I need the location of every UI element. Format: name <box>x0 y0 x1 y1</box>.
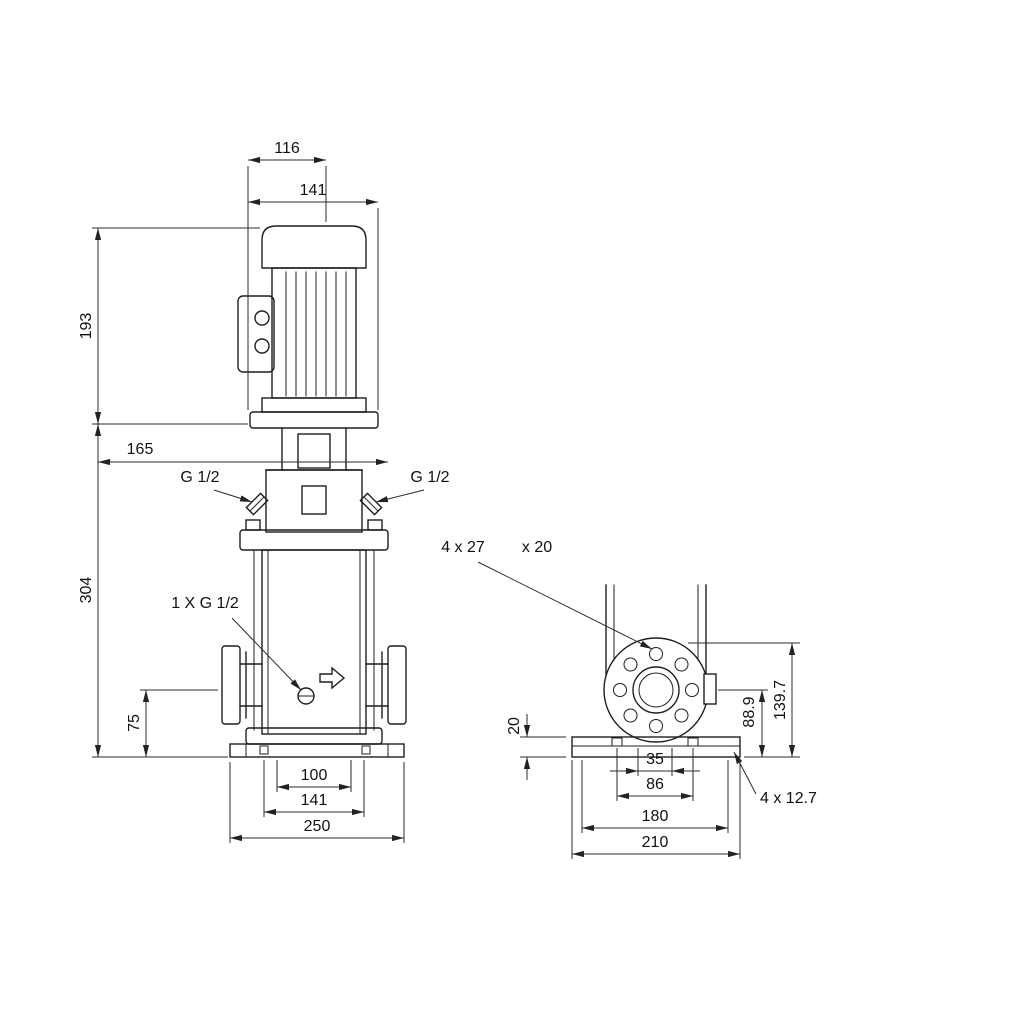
dim-180: 180 <box>581 760 729 833</box>
bolt-hole <box>674 708 689 723</box>
pump-head <box>239 469 389 551</box>
bolt-hole <box>649 647 663 661</box>
slot-label-2: x 20 <box>522 539 552 556</box>
dim-210: 210 <box>571 760 741 859</box>
front-view: 116 141 193 304 165 G 1/2 G 1/2 <box>78 140 450 843</box>
dim-35-label: 35 <box>646 751 664 768</box>
dim-141-top: 141 <box>248 182 379 410</box>
dim-20: 20 <box>506 714 566 780</box>
dim-75-label: 75 <box>126 714 143 732</box>
hole-label-text: 4 x 12.7 <box>760 790 817 807</box>
bolt-hole <box>685 683 699 697</box>
pump-base-front <box>229 727 405 758</box>
terminal-box <box>237 295 275 373</box>
dim-88-9: 88.9 <box>718 689 800 758</box>
bolt-hole <box>649 719 663 733</box>
pump-column <box>605 584 707 676</box>
dim-35: 35 <box>610 748 700 776</box>
port-right-text: G 1/2 <box>410 469 449 486</box>
slot-label-1: 4 x 27 <box>441 539 485 556</box>
base-hole <box>687 737 699 747</box>
side-view: 4 x 27 x 20 20 88.9 139.7 <box>441 539 817 859</box>
bolt-hole <box>613 683 627 697</box>
dim-165: 165 <box>98 441 388 466</box>
port-label-right: G 1/2 <box>375 469 450 503</box>
dim-100-label: 100 <box>301 767 328 784</box>
dim-86-label: 86 <box>646 776 664 793</box>
drain-label-text: 1 X G 1/2 <box>171 595 239 612</box>
dim-141-bottom: 141 <box>263 760 365 817</box>
dim-116-label: 116 <box>274 140 300 157</box>
drain-plug <box>297 666 346 705</box>
pipe-flanges <box>221 645 407 725</box>
motor-stool <box>265 427 363 471</box>
dim-193: 193 <box>78 227 260 425</box>
dim-250: 250 <box>229 762 405 843</box>
dim-304-label: 304 <box>78 577 95 604</box>
dim-100: 100 <box>276 760 352 792</box>
flow-arrow <box>319 666 346 690</box>
dim-139-7-label: 139.7 <box>772 680 789 720</box>
dim-86: 86 <box>616 748 694 801</box>
dim-304: 304 <box>78 424 228 758</box>
dim-139-7: 139.7 <box>688 642 800 757</box>
port-plug-right <box>359 492 383 516</box>
port-left-text: G 1/2 <box>180 469 219 486</box>
motor-outline <box>237 225 379 429</box>
flange-circle <box>603 637 717 743</box>
pump-base-side <box>571 736 741 758</box>
bolt-hole <box>623 657 638 672</box>
drain-callout: 1 X G 1/2 <box>171 595 302 691</box>
dim-193-label: 193 <box>78 313 95 340</box>
dim-116: 116 <box>247 140 327 410</box>
base-hole <box>611 737 623 747</box>
dim-88-9-label: 88.9 <box>741 696 758 727</box>
dim-210-label: 210 <box>642 834 669 851</box>
dim-141-top-label: 141 <box>300 182 327 199</box>
dim-250-label: 250 <box>304 818 331 835</box>
base-hole-callout: 4 x 12.7 <box>733 751 817 807</box>
slot-callout: 4 x 27 x 20 <box>441 539 653 650</box>
port-plug-left <box>245 492 269 516</box>
dim-165-label: 165 <box>127 441 154 458</box>
dim-20-label: 20 <box>506 717 523 735</box>
chamber-stack <box>253 549 375 735</box>
bolt-hole <box>623 708 638 723</box>
port-label-left: G 1/2 <box>180 469 253 503</box>
dim-75: 75 <box>126 689 218 757</box>
bolt-hole <box>674 657 689 672</box>
dim-180-label: 180 <box>642 808 669 825</box>
dim-141-bottom-label: 141 <box>301 792 328 809</box>
gauge-tab <box>703 673 717 705</box>
